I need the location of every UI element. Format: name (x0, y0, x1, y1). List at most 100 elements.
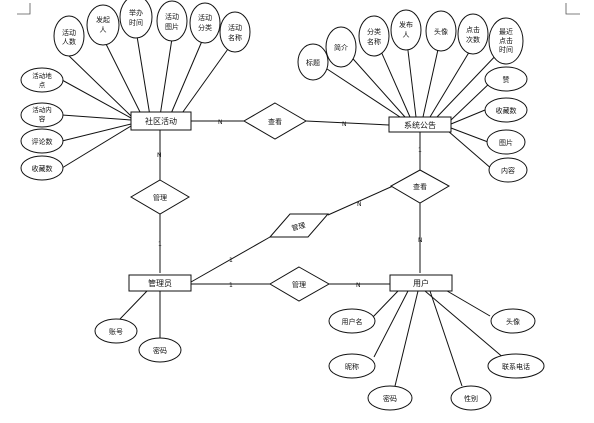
relationship-manage-left[interactable]: 管理 (130, 179, 190, 215)
entity-label: 系统公告 (404, 120, 436, 130)
cardinality-label: N (356, 282, 361, 289)
attribute-label: 活动 (62, 28, 76, 37)
attribute-label: 联系电话 (502, 362, 530, 371)
attribute-label: 活动地 (32, 71, 52, 80)
attribute-label: 账号 (109, 327, 123, 336)
attribute-notice-likes[interactable]: 赞 (484, 66, 528, 92)
attribute-label: 头像 (506, 317, 520, 326)
attribute-notice-publisher[interactable]: 发布 人 (390, 9, 422, 51)
attribute-user-gender[interactable]: 性别 (450, 385, 492, 411)
relationship-view-right[interactable]: 查看 (389, 169, 451, 204)
attribute-label: 昵称 (345, 362, 359, 371)
entity-user[interactable]: 用户 (389, 274, 453, 292)
relationship-manage-middle[interactable]: 管理 (268, 213, 330, 238)
attribute-label: 密码 (153, 346, 167, 355)
attribute-user-phone[interactable]: 联系电话 (487, 353, 545, 379)
attribute-label: 分类 (367, 27, 381, 36)
attribute-label: 图片 (499, 138, 513, 147)
attribute-activity-category[interactable]: 活动 分类 (189, 2, 221, 44)
attribute-notice-summary[interactable]: 简介 (325, 26, 357, 68)
attribute-label: 次数 (466, 35, 480, 44)
entity-label: 社区活动 (145, 116, 177, 126)
attribute-label: 人数 (62, 37, 76, 46)
attribute-notice-category-name[interactable]: 分类 名称 (358, 15, 390, 57)
attribute-activity-image[interactable]: 活动 图片 (156, 0, 188, 42)
attribute-activity-name[interactable]: 活动 名称 (219, 11, 251, 53)
attribute-label: 时间 (129, 18, 143, 27)
attribute-label: 活动 (228, 23, 242, 32)
attribute-admin-account[interactable]: 账号 (94, 318, 138, 344)
attribute-activity-comments[interactable]: 评论数 (20, 128, 64, 154)
relationship-label: 查看 (268, 117, 282, 126)
attribute-label: 分类 (198, 23, 212, 32)
attribute-label: 最近 (499, 27, 513, 36)
attribute-label: 头像 (434, 27, 448, 36)
attribute-label: 点 (39, 81, 46, 89)
relationship-label: 管理 (153, 193, 167, 202)
attribute-label: 点击 (499, 36, 513, 45)
attribute-notice-recent-click[interactable]: 最近 点击 时间 (488, 17, 524, 65)
attribute-notice-avatar[interactable]: 头像 (425, 10, 457, 52)
attribute-label: 收藏数 (496, 106, 517, 115)
attribute-admin-password[interactable]: 密码 (138, 337, 182, 363)
attribute-label: 活动 (198, 13, 212, 22)
attribute-activity-location[interactable]: 活动地 点 (20, 67, 64, 93)
attribute-activity-time[interactable]: 举办 时间 (119, 0, 153, 39)
attribute-user-avatar[interactable]: 头像 (490, 308, 536, 334)
attribute-label: 密码 (383, 394, 397, 403)
cardinality-label: 1 (229, 257, 233, 264)
attribute-label: 名称 (228, 33, 242, 42)
attribute-label: 容 (39, 114, 46, 123)
attribute-activity-favorites[interactable]: 收藏数 (20, 155, 64, 181)
edges (61, 29, 506, 387)
attribute-label: 发布 (399, 20, 413, 29)
attribute-label: 人 (403, 31, 410, 39)
attribute-activity-publisher[interactable]: 发起 人 (86, 4, 120, 46)
cardinality-label: N (157, 152, 162, 159)
cardinality-label: 1 (229, 282, 233, 289)
entity-label: 管理员 (148, 278, 172, 288)
attribute-label: 人 (100, 26, 107, 34)
attribute-label: 评论数 (32, 137, 53, 146)
attribute-label: 发起 (96, 15, 110, 24)
attribute-label: 简介 (334, 43, 348, 52)
attribute-notice-clicks[interactable]: 点击 次数 (457, 13, 489, 55)
attribute-label: 活动 (165, 12, 179, 21)
attribute-activity-content[interactable]: 活动内 容 (20, 102, 64, 128)
relationship-view-top[interactable]: 查看 (243, 102, 307, 140)
attribute-notice-content[interactable]: 内容 (488, 157, 528, 183)
cardinality-marks: N N N 1 1 N N 1 1 N (157, 119, 423, 289)
cardinality-label: 1 (418, 147, 422, 154)
cardinality-label: N (342, 121, 347, 128)
attribute-user-password[interactable]: 密码 (367, 385, 413, 411)
page-corner-marks (17, 3, 580, 15)
attribute-label: 内容 (501, 166, 515, 175)
relationship-label: 查看 (413, 182, 427, 191)
relationship-manage-bottom[interactable]: 管理 (269, 266, 331, 302)
attribute-label: 收藏数 (32, 164, 53, 173)
relationship-label: 管理 (291, 221, 307, 233)
attribute-notice-image[interactable]: 图片 (486, 129, 526, 155)
entity-community-activity[interactable]: 社区活动 (130, 111, 192, 131)
attribute-label: 时间 (499, 45, 513, 54)
cardinality-label: N (357, 201, 362, 208)
cardinality-label: 1 (158, 241, 162, 248)
entity-label: 用户 (413, 278, 429, 288)
attribute-label: 用户名 (342, 317, 363, 326)
cardinality-label: N (418, 237, 423, 244)
attribute-label: 图片 (165, 22, 179, 31)
relationship-label: 管理 (292, 280, 306, 289)
attribute-label: 点击 (466, 25, 480, 34)
attribute-activity-participants[interactable]: 活动 人数 (53, 15, 85, 57)
attribute-user-nickname[interactable]: 昵称 (328, 353, 376, 379)
attribute-notice-favorites[interactable]: 收藏数 (484, 97, 528, 123)
cardinality-label: N (218, 119, 223, 126)
attribute-label: 名称 (367, 37, 381, 46)
attribute-user-username[interactable]: 用户名 (328, 308, 376, 334)
attribute-label: 赞 (503, 75, 510, 84)
attribute-notice-title[interactable]: 标题 (297, 43, 329, 81)
entity-admin[interactable]: 管理员 (128, 274, 192, 292)
entity-system-notice[interactable]: 系统公告 (388, 116, 452, 133)
attribute-label: 性别 (464, 394, 478, 403)
